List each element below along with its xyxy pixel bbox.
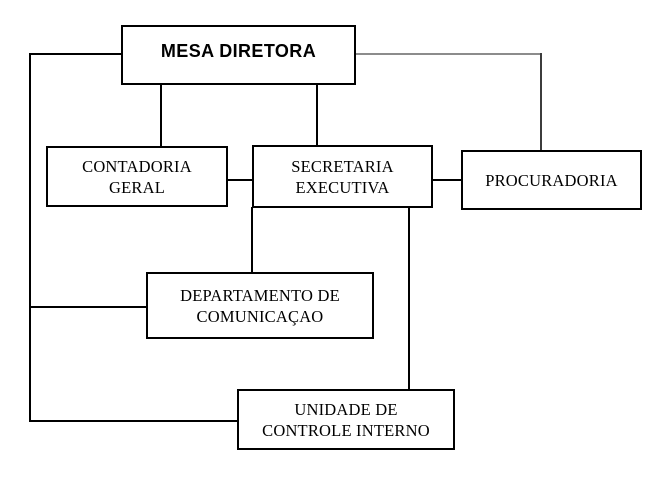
org-box-mesa-diretora: MESA DIRETORA [121,25,356,85]
org-box-procuradoria: PROCURADORIA [461,150,642,210]
connector-mesa-to-contadoria [160,85,162,146]
org-box-secretaria-executiva: SECRETARIA EXECUTIVA [252,145,433,208]
connector-mesa-to-left-rail [29,53,122,55]
connector-secretaria-to-departamento [251,207,253,273]
org-box-contadoria-geral: CONTADORIA GERAL [46,146,228,207]
connector-mesa-to-procuradoria-h [356,53,542,55]
connector-rail-to-unidade [29,420,238,422]
connector-contadoria-to-secretaria [228,179,253,181]
org-box-unidade-controle-interno: UNIDADE DE CONTROLE INTERNO [237,389,455,450]
org-box-departamento-comunicacao: DEPARTAMENTO DE COMUNICAÇAO [146,272,374,339]
connector-mesa-to-secretaria [316,85,318,145]
connector-rail-to-departamento [29,306,147,308]
connector-left-rail [29,53,31,422]
connector-secretaria-to-unidade [408,207,410,390]
connector-mesa-to-procuradoria-v [540,53,542,151]
connector-secretaria-to-procuradoria [432,179,462,181]
